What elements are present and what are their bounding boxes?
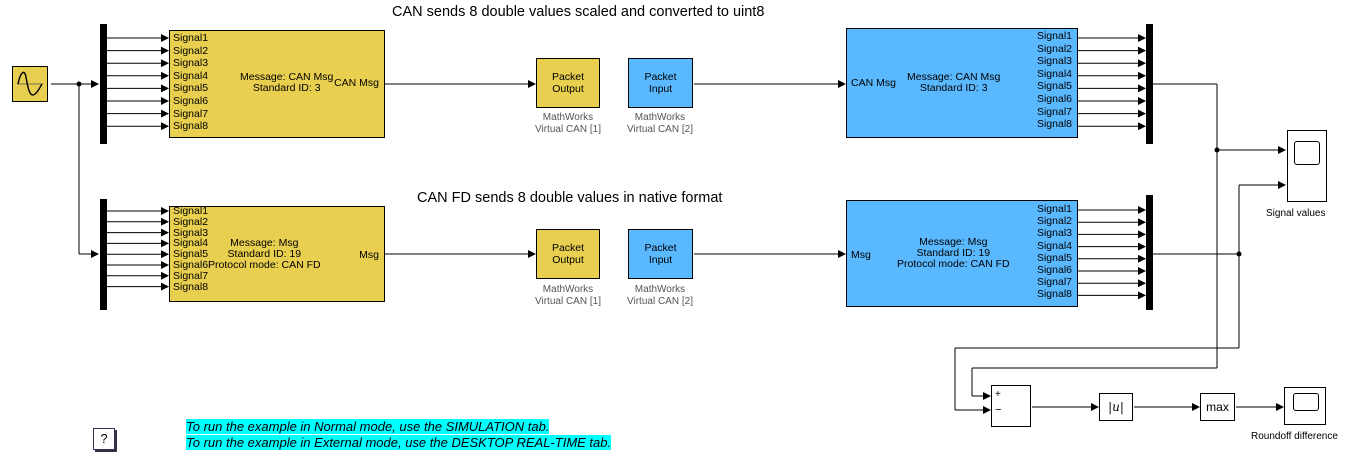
can-section-title: CAN sends 8 double values scaled and con…: [392, 4, 765, 20]
signal-port-label: Signal1: [1036, 30, 1072, 42]
signal-port-label: Signal2: [1036, 42, 1072, 55]
sum-block[interactable]: + −: [991, 385, 1031, 427]
signal-port-label: Signal5: [173, 248, 209, 261]
signal-port-label: Signal4: [1036, 239, 1072, 252]
demux-bottom[interactable]: [1146, 195, 1153, 310]
can-unpack-in-port: CAN Msg: [851, 77, 896, 89]
signal-port-label: Signal5: [1036, 80, 1072, 93]
mux-bottom[interactable]: [100, 199, 107, 310]
signal-values-scope-label: Signal values: [1266, 208, 1326, 219]
signal-port-label: Signal1: [1036, 203, 1072, 215]
max-block[interactable]: max: [1200, 393, 1235, 421]
signal-port-label: Signal4: [173, 237, 209, 250]
scope-icon: [1293, 393, 1319, 411]
signal-port-label: Signal2: [173, 215, 209, 228]
demux-top[interactable]: [1146, 24, 1153, 144]
signal-port-label: Signal8: [1036, 118, 1072, 131]
signal-port-label: Signal1: [173, 205, 209, 217]
scope-icon: [1294, 141, 1320, 165]
roundoff-scope-label: Roundoff difference: [1251, 431, 1338, 442]
signal-port-label: Signal5: [173, 82, 209, 95]
signal-port-label: Signal8: [173, 280, 209, 293]
roundoff-scope[interactable]: [1284, 387, 1326, 425]
signal-port-label: Signal5: [1036, 251, 1072, 264]
signal-port-label: Signal3: [1036, 55, 1072, 68]
signal-port-label: Signal2: [173, 44, 209, 57]
signal-port-label: Signal8: [173, 120, 209, 133]
note-line-1: To run the example in Normal mode, use t…: [186, 419, 550, 434]
signal-port-label: Signal7: [173, 269, 209, 282]
note-line-2: To run the example in External mode, use…: [186, 435, 612, 450]
signal-port-label: Signal8: [1036, 288, 1072, 301]
canfd-pack-out-port: Msg: [359, 249, 379, 261]
help-button[interactable]: ?: [93, 428, 115, 450]
signal-port-label: Signal2: [1036, 215, 1072, 228]
sine-wave-icon: [17, 71, 43, 96]
signal-port-label: Signal3: [173, 226, 209, 239]
signal-port-label: Signal6: [173, 259, 209, 271]
sine-wave-source[interactable]: [12, 66, 48, 102]
signal-port-label: Signal6: [1036, 93, 1072, 105]
signal-port-label: Signal4: [173, 69, 209, 82]
signal-port-label: Signal3: [173, 57, 209, 70]
signal-port-label: Signal1: [173, 32, 209, 44]
canfd-section-title: CAN FD sends 8 double values in native f…: [417, 190, 723, 206]
sum-plus-sign: +: [995, 389, 1001, 400]
signal-port-label: Signal6: [1036, 264, 1072, 276]
signal-port-label: Signal7: [1036, 105, 1072, 118]
signal-port-label: Signal6: [173, 95, 209, 107]
signal-port-label: Signal3: [1036, 227, 1072, 240]
can-pack-out-port: CAN Msg: [334, 77, 379, 89]
signal-port-label: Signal7: [1036, 276, 1072, 289]
signal-port-label: Signal7: [173, 107, 209, 120]
signal-values-scope[interactable]: [1287, 130, 1327, 202]
sum-minus-sign: −: [995, 404, 1002, 416]
signal-port-label: Signal4: [1036, 67, 1072, 80]
abs-block[interactable]: |u|: [1099, 393, 1133, 421]
mux-top[interactable]: [100, 24, 107, 144]
canfd-unpack-in-port: Msg: [851, 249, 871, 261]
